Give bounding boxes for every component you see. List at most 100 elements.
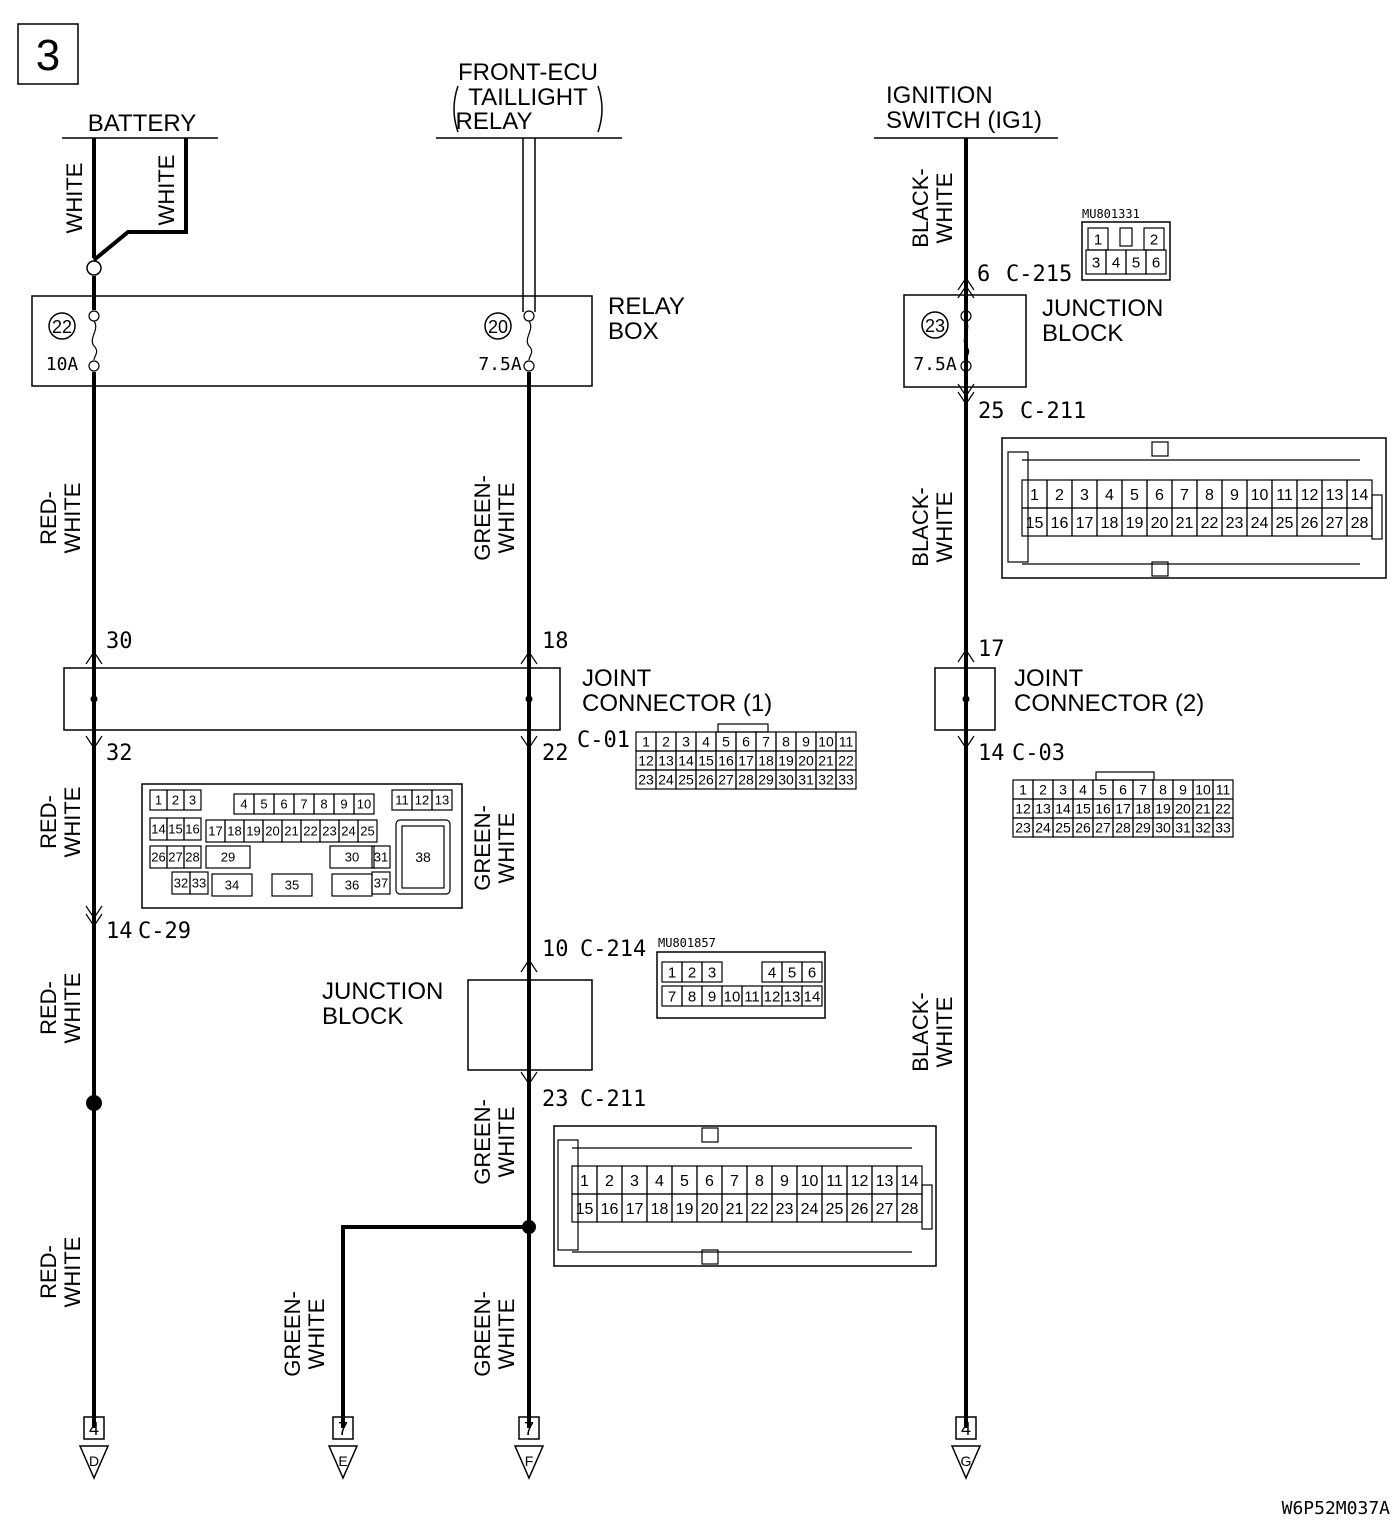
c29-pin-cell: 27 <box>166 845 185 869</box>
figure-code: W6P52M037A <box>1282 1498 1391 1519</box>
c29-pin-cell: 25 <box>357 819 378 843</box>
terminal-D: 4D <box>78 1416 110 1480</box>
c211-top-pin-label: 1 <box>1030 487 1039 504</box>
c211-top-pin-cell: 5 <box>1121 479 1148 509</box>
c214-pin-cell: 8 <box>681 985 703 1007</box>
c01-pin-label: 1 <box>642 734 650 750</box>
fuse-20: 20 7.5A <box>478 310 535 375</box>
c211-bottom-pin-cell: 6 <box>696 1165 723 1195</box>
c214-pin-cell: 12 <box>761 985 783 1007</box>
c214-pin-cell: 2 <box>681 961 703 983</box>
c03-pin-cell: 8 <box>1152 779 1174 800</box>
c01-pin-label: 19 <box>778 753 794 769</box>
c03-pin-label: 15 <box>1075 801 1091 817</box>
c01-pin-cell: 25 <box>675 769 697 790</box>
c01-pin-label: 18 <box>758 753 774 769</box>
c03-pin-cell: 23 <box>1012 817 1034 838</box>
wire-label-black-white-1a: BLACK- <box>908 168 933 247</box>
c03-pin-label: 23 <box>1015 820 1031 836</box>
c211-bottom-pin-label: 24 <box>801 1201 819 1218</box>
c01-pin-label: 2 <box>662 734 670 750</box>
c29-pin-cell: 13 <box>431 789 453 811</box>
c211-bottom-pin-cell: 26 <box>846 1193 873 1223</box>
wire-label-black-white-3a: BLACK- <box>908 992 933 1071</box>
c211-bottom-pin-label: 9 <box>780 1173 789 1190</box>
c03-pin-cell: 24 <box>1032 817 1054 838</box>
c01-pin-cell: 9 <box>795 731 817 752</box>
c29-pin-label: 20 <box>265 824 279 839</box>
jb-top-label-1: JUNCTION <box>1042 295 1163 322</box>
c211-top-pin-label: 19 <box>1126 515 1144 532</box>
c215-pin-label: 6 <box>1152 254 1160 271</box>
c29-connector: C-29 <box>138 919 191 944</box>
c211-bottom-pin-label: 18 <box>651 1201 669 1218</box>
c01-pin-cell: 27 <box>715 769 737 790</box>
c03-pin-cell: 31 <box>1172 817 1194 838</box>
ignition-label-2: SWITCH (IG1) <box>886 107 1042 134</box>
jc2-label-1: JOINT <box>1014 665 1084 692</box>
c214-pin-label: 2 <box>688 964 696 981</box>
green-white-wire: GREEN- WHITE GREEN- WHITE GREEN- WHITE G… <box>280 138 646 1428</box>
c29-pin-cell: 19 <box>243 819 264 843</box>
terminal-letter: D <box>89 1453 99 1469</box>
c29-pin-label: 33 <box>192 876 206 891</box>
jc1-pin-30: 30 <box>106 629 133 654</box>
wire-label-green-white-5a: GREEN- <box>280 1291 305 1377</box>
c01-pin-label: 3 <box>682 734 690 750</box>
c211-top-pin-cell: 6 <box>1146 479 1173 509</box>
jc1-connector-code: C-01 <box>577 728 630 753</box>
c211-top-pin-cell: 24 <box>1246 507 1273 537</box>
c211-top-pin-label: 12 <box>1301 487 1319 504</box>
c211-top-pin-label: 10 <box>1251 487 1269 504</box>
c214-pin-label: 4 <box>768 964 776 981</box>
c29-pin-label: 27 <box>168 850 182 865</box>
c01-pin-label: 21 <box>818 753 834 769</box>
c29-pin-label: 23 <box>322 824 336 839</box>
wire-label-white-1: WHITE <box>62 163 87 234</box>
c211-top-pin-cell: 16 <box>1046 507 1073 537</box>
c211-bottom-pin-label: 12 <box>851 1173 869 1190</box>
c211-top-pin-label: 14 <box>1351 487 1369 504</box>
c214-pin-cell: 7 <box>661 985 683 1007</box>
taillight-label: TAILLIGHT <box>468 84 588 111</box>
c29-pin-cell: 35 <box>271 873 313 897</box>
c29-pin-cell: 10 <box>353 793 375 815</box>
c03-pin-label: 14 <box>1055 801 1071 817</box>
c01-pin-label: 11 <box>839 734 854 750</box>
c211-top-pin-label: 21 <box>1176 515 1194 532</box>
c211-top-pin-cell: 2 <box>1046 479 1073 509</box>
wire-label-green-white-5b: WHITE <box>304 1299 329 1370</box>
c215-pin-label: 3 <box>1092 254 1100 271</box>
c01-pin-label: 32 <box>818 772 834 788</box>
c01-pin-label: 14 <box>678 753 694 769</box>
c01-pin-label: 16 <box>718 753 734 769</box>
c03-pin-label: 27 <box>1095 820 1111 836</box>
terminal-page: 7 <box>338 1419 348 1439</box>
c29-pin-label: 36 <box>345 878 359 893</box>
c01-pin-label: 8 <box>782 734 790 750</box>
joint-connector-2: JOINT CONNECTOR (2) <box>934 665 1204 731</box>
fuse-23-number: 23 <box>925 316 945 336</box>
c214-pin-cell: 9 <box>701 985 723 1007</box>
c01-pin-label: 13 <box>658 753 674 769</box>
c03-pin-label: 30 <box>1155 820 1171 836</box>
c29-pin-cell: 36 <box>331 873 373 897</box>
c03-pin-label: 9 <box>1179 782 1187 798</box>
c01-pin-cell: 14 <box>675 750 697 771</box>
terminal-page: 7 <box>524 1419 534 1439</box>
c29-pin-label: 38 <box>415 849 431 865</box>
c211-top-pin-label: 13 <box>1326 487 1344 504</box>
c29-pin-label: 31 <box>374 850 388 865</box>
jc1-label-2: CONNECTOR (1) <box>582 690 772 717</box>
battery-label: BATTERY <box>88 110 196 137</box>
c03-pin-label: 1 <box>1019 782 1027 798</box>
c01-pin-label: 24 <box>658 772 674 788</box>
c214-pin-cell: 1 <box>661 961 683 983</box>
c211-top-pin-cell: 3 <box>1071 479 1098 509</box>
c29-pin-label: 9 <box>340 797 347 812</box>
c29-pin-cell: 17 <box>205 819 226 843</box>
c01-pin-label: 26 <box>698 772 714 788</box>
c29-pin-cell: 21 <box>281 819 302 843</box>
c03-pin-cell: 32 <box>1192 817 1214 838</box>
